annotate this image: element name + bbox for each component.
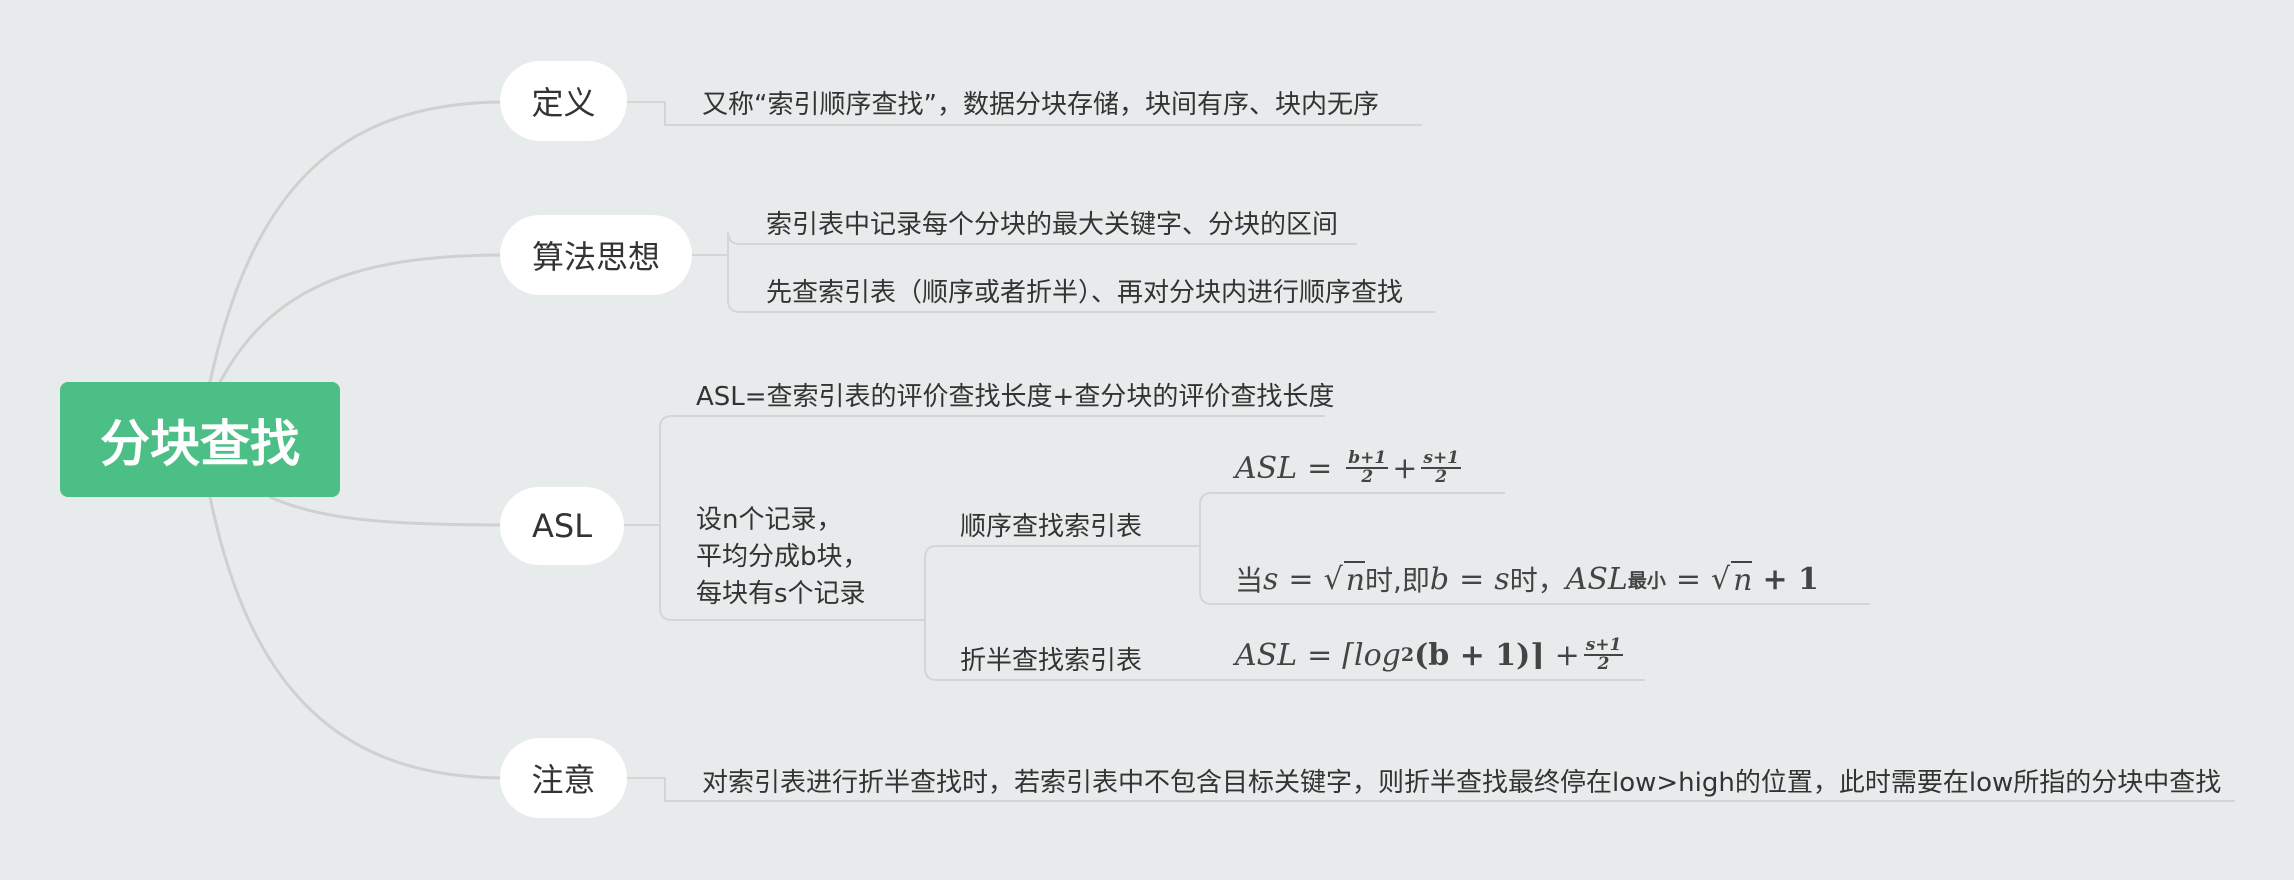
definition-text: 又称“索引顺序查找”，数据分块存储，块间有序、块内无序 bbox=[702, 90, 1379, 120]
idea-item-1: 索引表中记录每个分块的最大关键字、分块的区间 bbox=[766, 210, 1339, 240]
sequential-label: 顺序查找索引表 bbox=[960, 512, 1143, 542]
connector-note-leaf bbox=[625, 777, 2235, 802]
connector-sequential-leaves bbox=[1198, 492, 1870, 605]
assumption-line-1: 设n个记录， bbox=[696, 505, 843, 535]
branch-note[interactable]: 注意 bbox=[500, 738, 627, 818]
connector-definition-leaf bbox=[625, 101, 1422, 126]
connector-note bbox=[208, 495, 507, 780]
connector-idea bbox=[218, 253, 507, 384]
connector-idea-leaves bbox=[690, 231, 1435, 313]
assumption-line-2: 平均分成b块， bbox=[696, 542, 869, 572]
note-text: 对索引表进行折半查找时，若索引表中不包含目标关键字，则折半查找最终停在low>h… bbox=[702, 768, 2222, 798]
branch-asl[interactable]: ASL bbox=[500, 487, 624, 565]
root-topic[interactable]: 分块查找 bbox=[60, 382, 340, 497]
binary-label: 折半查找索引表 bbox=[960, 646, 1143, 676]
asl-formula-text: ASL=查索引表的评价查找长度+查分块的评价查找长度 bbox=[696, 382, 1335, 412]
branch-definition[interactable]: 定义 bbox=[500, 61, 627, 141]
connector-definition bbox=[208, 100, 507, 384]
connector-assumption-leaves bbox=[924, 545, 1198, 681]
branch-idea[interactable]: 算法思想 bbox=[500, 215, 692, 295]
asl-assumption: 设n个记录， 平均分成b块， 每块有s个记录 bbox=[696, 502, 916, 613]
connector-asl-leaves bbox=[622, 415, 1325, 621]
idea-item-2: 先查索引表（顺序或者折半）、再对分块内进行顺序查找 bbox=[766, 278, 1404, 308]
connector-asl bbox=[268, 495, 507, 527]
assumption-line-3: 每块有s个记录 bbox=[696, 579, 866, 609]
sequential-condition-formula: 当 s = √n 时,即 b = s 时， ASL 最小 = √n + 1 bbox=[1235, 560, 1819, 598]
